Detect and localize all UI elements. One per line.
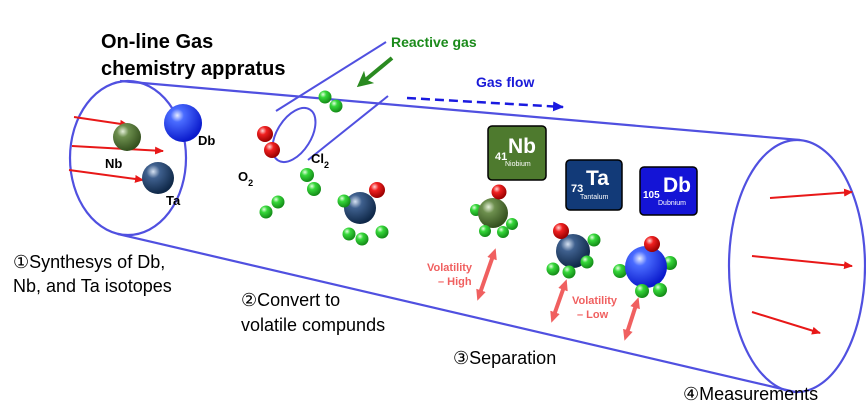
step-1-label-line-2: Nb, and Ta isotopes xyxy=(13,276,172,296)
db-atom xyxy=(164,104,202,142)
tile-db-symbol: Db xyxy=(663,174,691,197)
tube-inlet-rim xyxy=(68,79,188,237)
volatility-low-arrow-db xyxy=(623,297,640,341)
outgoing-arrows xyxy=(751,188,853,335)
incoming-arrow xyxy=(73,116,129,128)
title-line-2: chemistry appratus xyxy=(101,58,286,80)
tube-outlet-rim xyxy=(727,138,866,394)
nb-atom-label: Nb xyxy=(105,156,122,171)
cl2-label: Cl2 xyxy=(311,151,329,170)
db-compound-molecule xyxy=(613,236,677,298)
ta-atom xyxy=(142,162,174,194)
tile-ta-number: 73 xyxy=(571,183,583,195)
reactive-gas-inlet-tube xyxy=(271,41,389,163)
tile-db-number: 105 xyxy=(643,190,660,201)
outgoing-arrow xyxy=(769,188,853,199)
outgoing-arrow xyxy=(751,255,853,270)
step-3-label: ③Separation xyxy=(453,348,556,368)
ta-separated-molecule xyxy=(546,223,601,279)
element-tile-ta: 73 Ta Tantalum xyxy=(565,159,623,211)
tile-db-name: Dubnium xyxy=(658,200,686,207)
nb-atom xyxy=(113,123,141,151)
cl2-molecule xyxy=(259,195,285,219)
gas-flow-arrow xyxy=(406,96,564,112)
reactive-gas-label: Reactive gas xyxy=(391,34,477,50)
gas-flow-label: Gas flow xyxy=(476,74,534,90)
inlet-tube-lower-edge xyxy=(307,95,389,161)
outgoing-arrow xyxy=(751,311,821,335)
volatility-high-arrow xyxy=(476,248,497,301)
inlet-tube-upper-edge xyxy=(275,41,387,112)
step-1-label-line-1: ①Synthesys of Db, xyxy=(13,252,165,272)
nb-compound-molecule xyxy=(470,184,518,238)
cl2-molecule xyxy=(300,168,321,196)
incoming-arrow xyxy=(68,169,144,183)
step-2-label-line-1: ②Convert to xyxy=(241,290,340,310)
incoming-arrow xyxy=(71,145,164,155)
tube-top-edge xyxy=(119,79,801,142)
inlet-tube-mouth xyxy=(271,107,317,163)
tile-nb-symbol: Nb xyxy=(508,135,536,158)
volatility-high-label-1: Volatility xyxy=(427,262,473,274)
tile-nb-number: 41 xyxy=(495,151,507,163)
ta-compound-molecule xyxy=(337,182,389,246)
tile-ta-symbol: Ta xyxy=(586,167,609,190)
o2-label: O2 xyxy=(238,169,253,188)
db-atom-label: Db xyxy=(198,133,215,148)
title-line-1: On-line Gas xyxy=(101,31,213,53)
tile-nb-name: Niobium xyxy=(505,161,531,168)
step-4-label: ④Measurements xyxy=(683,384,818,404)
reactive-gas-arrow xyxy=(356,56,394,88)
o2-molecule xyxy=(257,126,280,158)
volatility-high-label-2: – High xyxy=(438,276,472,288)
cl2-molecule xyxy=(318,90,343,113)
tile-ta-name: Tantalum xyxy=(580,194,609,201)
volatility-low-label-2: – Low xyxy=(577,309,609,321)
element-tile-nb: 41 Nb Niobium xyxy=(487,125,547,181)
tube-bottom-edge xyxy=(117,232,796,394)
volatility-low-label-1: Volatility xyxy=(572,295,618,307)
ta-atom-label: Ta xyxy=(166,193,181,208)
incoming-beam-arrows xyxy=(68,116,164,183)
element-tile-db: 105 Db Dubnium xyxy=(639,166,698,216)
volatility-low-arrow-ta xyxy=(550,279,568,323)
step-2-label-line-2: volatile compunds xyxy=(241,315,385,335)
apparatus-tube xyxy=(68,79,866,394)
